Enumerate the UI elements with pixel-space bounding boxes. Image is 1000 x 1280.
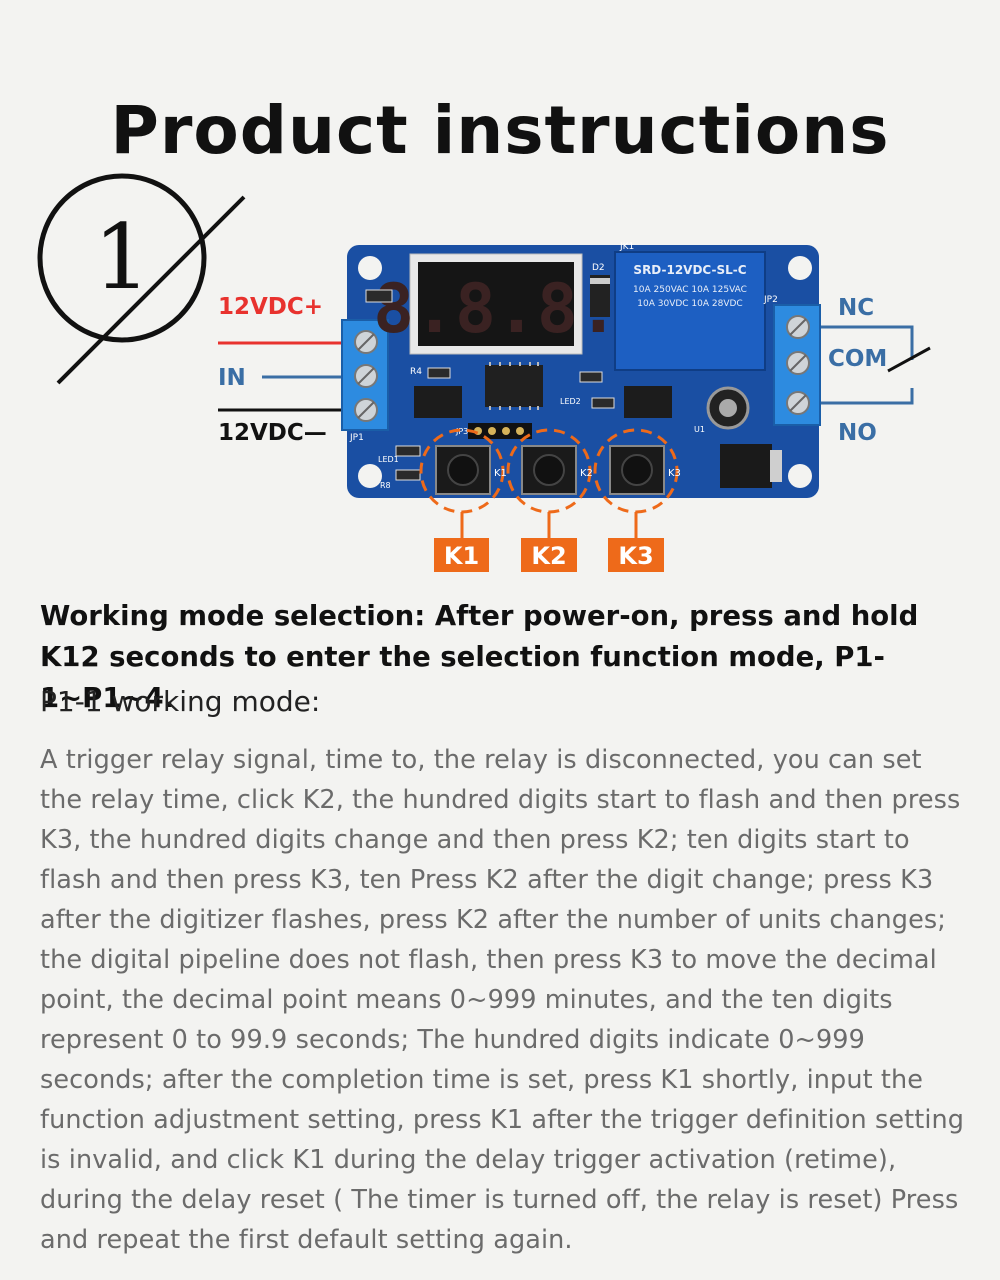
relay-module-diagram: 1 12VDC+ IN 12VDC— NC COM NO bbox=[37, 173, 931, 572]
mode-subheading: P1-1 working mode: bbox=[40, 685, 321, 718]
label-nc: NC bbox=[838, 295, 874, 321]
callout-k2: K2 bbox=[521, 538, 577, 572]
button-callouts: K1 K2 K3 bbox=[434, 512, 664, 572]
board-button-k1: K1 bbox=[419, 428, 507, 514]
silk-d2: D2 bbox=[592, 263, 605, 273]
board-button-k3: K3 bbox=[593, 428, 681, 514]
silk-k3: K3 bbox=[668, 468, 681, 479]
display-digits: 8.8.8. bbox=[373, 270, 619, 349]
label-12vdc-plus: 12VDC+ bbox=[218, 294, 323, 320]
input-terminal-block bbox=[341, 319, 389, 431]
silk-k1: K1 bbox=[494, 468, 507, 479]
silk-u1: U1 bbox=[694, 425, 705, 434]
silk-jk1: JK1 bbox=[619, 242, 634, 252]
label-com: COM bbox=[828, 346, 887, 372]
silk-k2: K2 bbox=[580, 468, 593, 479]
label-12vdc-minus: 12VDC— bbox=[218, 420, 327, 446]
label-no: NO bbox=[838, 420, 877, 446]
mode-selection-heading: Working mode selection: After power-on, … bbox=[40, 600, 919, 714]
relay: SRD-12VDC-SL-C 10A 250VAC 10A 125VAC 10A… bbox=[614, 242, 766, 371]
relay-model: SRD-12VDC-SL-C bbox=[633, 263, 746, 277]
board-button-k2: K2 bbox=[506, 428, 593, 514]
callout-k3: K3 bbox=[608, 538, 664, 572]
silk-jp2: JP2 bbox=[763, 295, 778, 305]
step-number: 1 bbox=[93, 205, 150, 310]
page-title: Product instructions bbox=[110, 92, 890, 170]
label-in: IN bbox=[218, 365, 246, 391]
silk-jp3: JP3 bbox=[455, 427, 468, 436]
relay-terminal-block bbox=[773, 304, 821, 426]
seven-segment-display: 8.8.8. bbox=[373, 253, 619, 355]
mode-description: A trigger relay signal, time to, the rel… bbox=[40, 745, 965, 1255]
callout-k3-label: K3 bbox=[618, 542, 653, 570]
silk-r8: R8 bbox=[380, 481, 391, 490]
left-wiring: 12VDC+ IN 12VDC— bbox=[218, 294, 346, 446]
pcb-board: 8.8.8. D2 SRD-12VDC-SL-C 10A 250VAC 10A … bbox=[341, 242, 821, 514]
silk-led2: LED2 bbox=[560, 397, 581, 406]
right-wiring: NC COM NO bbox=[820, 295, 931, 446]
step-badge: 1 bbox=[37, 173, 246, 385]
relay-rating-ac: 10A 250VAC 10A 125VAC bbox=[633, 285, 747, 295]
callout-k2-label: K2 bbox=[531, 542, 566, 570]
silk-led1: LED1 bbox=[378, 455, 399, 464]
callout-k1: K1 bbox=[434, 538, 489, 572]
callout-k1-label: K1 bbox=[444, 542, 479, 570]
silk-jp1: JP1 bbox=[349, 433, 364, 443]
silk-r4: R4 bbox=[410, 367, 422, 377]
relay-rating-dc: 10A 30VDC 10A 28VDC bbox=[637, 299, 742, 309]
